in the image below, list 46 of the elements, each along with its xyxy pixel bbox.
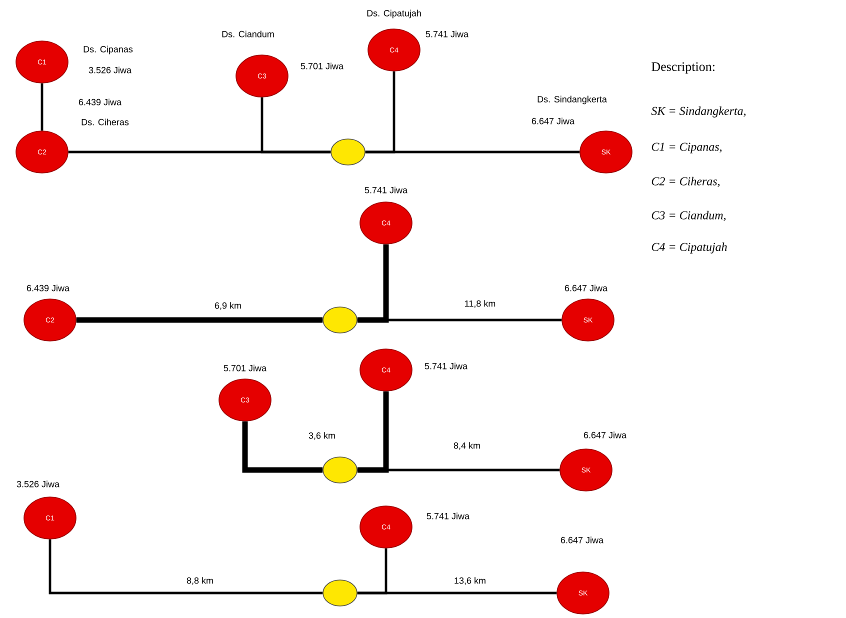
node-caption: 3.526 Jiwa [16,480,60,488]
node-caption: 5.701 Jiwa [300,62,344,70]
connector-line [357,391,389,473]
node-caption: Ds. Ciheras [82,118,129,126]
connector-line [40,83,44,131]
node-caption: 6.647 Jiwa [584,432,626,438]
connector-line [357,244,389,323]
node-caption: 6.647 Jiwa [560,536,604,544]
description-text: C3 = Ciandum, [652,210,726,222]
node-caption: 5.741 Jiwa [424,362,468,370]
node-caption: 5.701 Jiwa [224,364,266,372]
description-text: C4 = Cipatujah [652,242,727,254]
connector-line [76,317,323,323]
edge-label: 8,8 km [186,576,215,586]
description-text: Description: [652,62,714,74]
connector-line [357,468,560,472]
connector-line [48,539,323,594]
node-caption: 6.647 Jiwa [564,284,608,292]
node-caption: Ds. Cipatujah [367,10,421,18]
node-caption: 5.741 Jiwa [364,186,408,194]
description-text: C2 = Ciheras, [652,176,720,188]
edge-label: 8,4 km [452,441,482,451]
junction-circle [322,306,358,334]
node-caption: Ds. Sindangkerta [538,96,607,104]
connector-line [357,318,562,322]
connector-line [242,421,323,473]
junction-circle [322,456,358,484]
node-caption: Ds. Ciandum [222,30,274,38]
node-caption: 6.647 Jiwa [532,118,574,124]
node-caption: 3.526 Jiwa [88,66,132,74]
description-text: C1 = Cipanas, [652,142,722,154]
edge-label: 3,6 km [308,431,336,441]
node-caption: Ds. Cipanas [84,46,133,54]
edge-label: 6,9 km [214,301,242,311]
connector-line [260,97,331,154]
junction-circle [330,138,366,166]
connector-line [357,592,557,594]
node-caption: 5.741 Jiwa [426,512,470,520]
node-caption: 6.439 Jiwa [26,284,70,292]
edge-label: 11,8 km [463,299,497,309]
edge-label: 13,6 km [453,576,488,586]
connector-line [365,150,580,154]
node-caption: 5.741 Jiwa [426,30,468,38]
description-text: SK = Sindangkerta, [651,106,746,118]
junction-circle [322,580,358,606]
node-caption: 6.439 Jiwa [78,98,122,106]
